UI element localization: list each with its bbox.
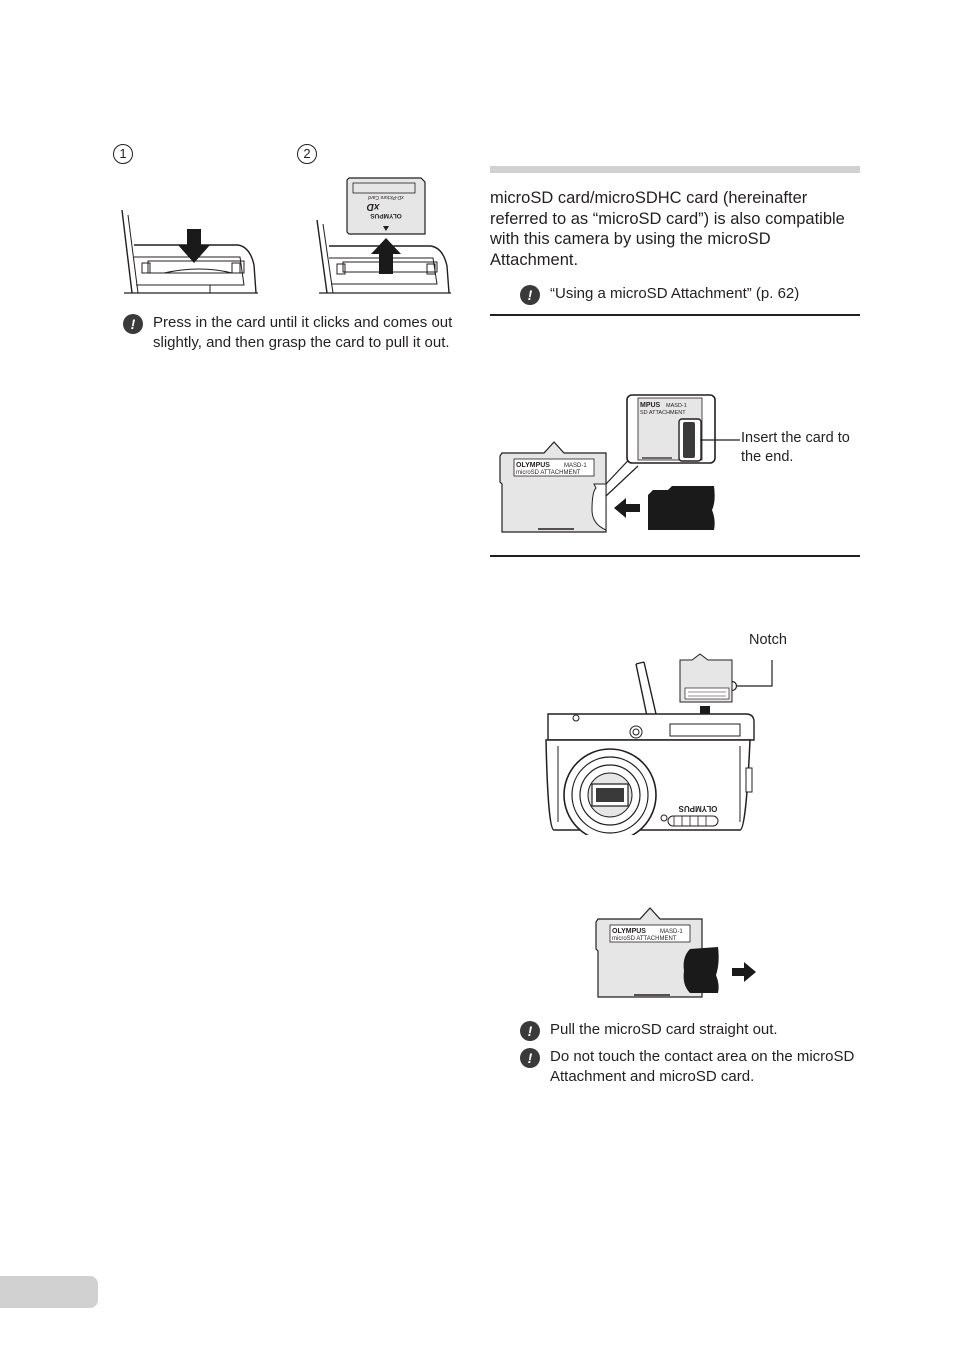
svg-text:SD ATTACHMENT: SD ATTACHMENT bbox=[640, 410, 686, 416]
arrow-up-icon bbox=[371, 238, 401, 274]
camera-body: OLYMPUS bbox=[545, 713, 755, 835]
caution-icon: ! bbox=[520, 285, 540, 305]
svg-text:MASD-1: MASD-1 bbox=[666, 403, 687, 409]
section-divider-bottom bbox=[490, 555, 860, 557]
svg-text:OLYMPUS: OLYMPUS bbox=[612, 928, 646, 935]
svg-text:xD-Picture Card: xD-Picture Card bbox=[368, 194, 405, 200]
arrow-left-icon bbox=[614, 498, 640, 518]
insert-leader-line bbox=[700, 439, 740, 441]
xd-card-icon: xD OLYMPUS xD-Picture Card bbox=[346, 177, 426, 235]
microsd-card-icon bbox=[648, 486, 715, 530]
microsd-attachment-icon: OLYMPUS MASD-1 microSD ATTACHMENT bbox=[595, 907, 703, 998]
contact-area-note: ! Do not touch the contact area on the m… bbox=[520, 1047, 860, 1087]
press-card-note: ! Press in the card until it clicks and … bbox=[123, 313, 463, 353]
arrow-right-icon bbox=[732, 962, 756, 982]
arrow-down-icon bbox=[178, 229, 210, 263]
svg-text:MASD-1: MASD-1 bbox=[660, 929, 683, 935]
svg-text:microSD ATTACHMENT: microSD ATTACHMENT bbox=[612, 936, 677, 942]
insert-microsd-illustration: OLYMPUS MASD-1 microSD ATTACHMENT MPUS M… bbox=[499, 394, 716, 533]
pull-microsd-illustration: OLYMPUS MASD-1 microSD ATTACHMENT bbox=[595, 907, 756, 998]
pull-straight-note: ! Pull the microSD card straight out. bbox=[520, 1020, 860, 1041]
svg-text:xD: xD bbox=[367, 201, 381, 212]
reference-note-text: “Using a microSD Attachment” (p. 62) bbox=[550, 285, 800, 302]
pull-straight-note-text: Pull the microSD card straight out. bbox=[550, 1021, 778, 1038]
svg-text:OLYMPUS: OLYMPUS bbox=[678, 804, 717, 813]
intro-text: microSD card/microSDHC card (hereinafter… bbox=[490, 189, 845, 269]
microsd-card-icon bbox=[683, 947, 719, 993]
camera-insert-illustration: OLYMPUS bbox=[545, 653, 773, 835]
attachment-card-icon bbox=[679, 653, 733, 703]
caution-icon: ! bbox=[520, 1048, 540, 1068]
contact-area-note-text: Do not touch the contact area on the mic… bbox=[550, 1048, 855, 1085]
svg-text:microSD ATTACHMENT: microSD ATTACHMENT bbox=[516, 470, 581, 476]
insert-label: Insert the card to the end. bbox=[741, 430, 850, 465]
svg-text:MASD-1: MASD-1 bbox=[564, 463, 587, 469]
svg-text:OLYMPUS: OLYMPUS bbox=[516, 462, 550, 469]
reference-note: ! “Using a microSD Attachment” (p. 62) bbox=[520, 284, 860, 305]
svg-text:MPUS: MPUS bbox=[640, 402, 661, 409]
microsd-attachment-icon: OLYMPUS MASD-1 microSD ATTACHMENT bbox=[499, 441, 607, 533]
zoom-detail-box: MPUS MASD-1 SD ATTACHMENT bbox=[626, 394, 716, 464]
push-card-illustration bbox=[121, 209, 258, 294]
caution-icon: ! bbox=[123, 314, 143, 334]
pull-card-illustration: xD OLYMPUS xD-Picture Card bbox=[316, 177, 451, 294]
caution-icon: ! bbox=[520, 1021, 540, 1041]
step-number-2: 2 bbox=[297, 144, 317, 164]
section-divider-top bbox=[490, 314, 860, 316]
step-number-1: 1 bbox=[113, 144, 133, 164]
svg-text:OLYMPUS: OLYMPUS bbox=[370, 212, 402, 219]
section-header-bar bbox=[490, 166, 860, 173]
notch-label: Notch bbox=[749, 632, 787, 648]
page-number-tab bbox=[0, 1276, 98, 1308]
press-card-note-text: Press in the card until it clicks and co… bbox=[153, 314, 453, 351]
